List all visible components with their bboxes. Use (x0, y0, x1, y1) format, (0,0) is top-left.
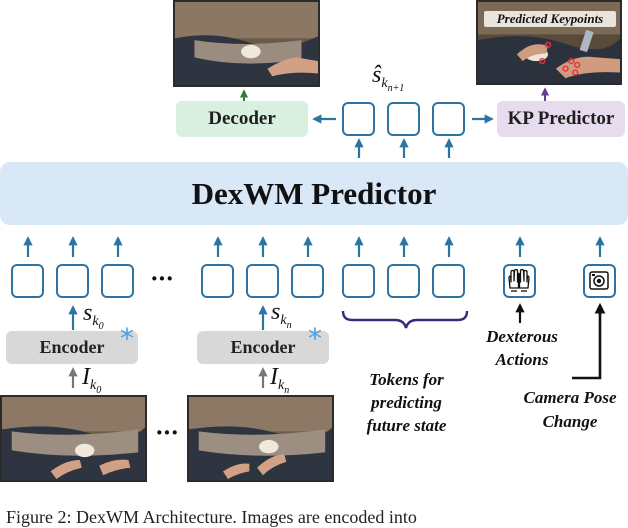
dexterous-actions-label: Dexterous Actions (486, 327, 558, 369)
input-image-kn (187, 395, 334, 482)
query-token (432, 264, 465, 298)
ellipsis: ··· (150, 264, 174, 293)
frozen-mark-icon: * (120, 322, 134, 355)
connectors (23, 87, 606, 388)
encoder-box: Encoder (197, 331, 329, 364)
camera-token (583, 264, 616, 298)
s-kn-label: skn (271, 299, 292, 331)
action-token (503, 264, 536, 298)
decoded-image (173, 0, 320, 87)
camera-pose-label: Camera Pose Change (523, 388, 617, 431)
ellipsis: ··· (155, 418, 179, 447)
frozen-mark-icon: * (308, 322, 322, 355)
kp-predictor-box: KP Predictor (497, 101, 625, 137)
token-description-label: Tokens for predicting future state (366, 370, 447, 435)
state-token (11, 264, 44, 298)
i-k0-label: Ik0 (82, 364, 102, 396)
encoder-label: Encoder (230, 337, 296, 357)
state-token (291, 264, 324, 298)
figure-caption: Figure 2: DexWM Architecture. Images are… (6, 507, 417, 527)
encoder-box: Encoder (6, 331, 138, 364)
state-token (201, 264, 234, 298)
predicted-token (387, 102, 420, 136)
camera-icon (589, 271, 609, 290)
s-k0-label: sk0 (83, 300, 104, 332)
state-token (56, 264, 89, 298)
i-kn-label: Ikn (270, 364, 290, 396)
s-hat-label: ŝkn+1 (372, 62, 405, 94)
encoder-label: Encoder (39, 337, 105, 357)
state-token (101, 264, 134, 298)
predicted-token (432, 102, 465, 136)
predicted-token (342, 102, 375, 136)
keypoint-image: Predicted Keypoints (476, 0, 622, 85)
dexwm-predictor-label: DexWM Predictor (191, 175, 437, 211)
query-token (387, 264, 420, 298)
input-image-k0 (0, 395, 147, 482)
query-token (342, 264, 375, 298)
state-token (246, 264, 279, 298)
dexwm-predictor-box: DexWM Predictor (0, 162, 628, 225)
decoder-label: Decoder (208, 108, 276, 129)
hands-icon (508, 268, 530, 292)
decoder-box: Decoder (176, 101, 308, 137)
kp-predictor-label: KP Predictor (507, 108, 615, 129)
predicted-keypoints-label: Predicted Keypoints (484, 11, 616, 27)
